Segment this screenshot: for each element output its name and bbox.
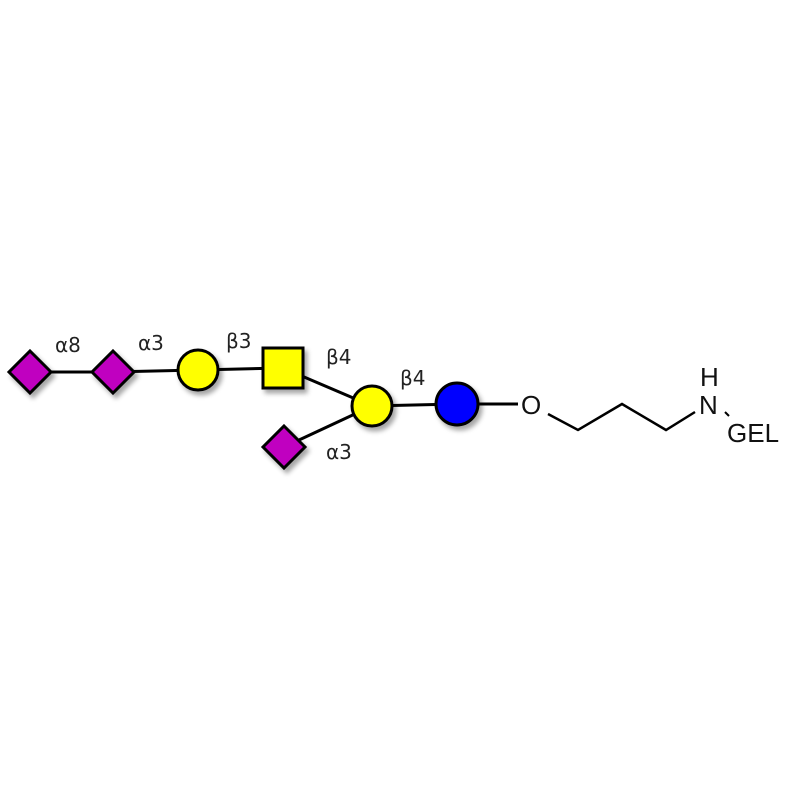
glc-circle — [434, 381, 480, 427]
gal-circle — [350, 384, 394, 428]
nitrogen-atom: N — [699, 390, 718, 420]
galnac-square — [261, 346, 305, 390]
neu5ac-diamond — [6, 348, 54, 396]
bond — [724, 411, 730, 417]
neu5ac-diamond — [260, 423, 308, 471]
gal-circle — [176, 348, 220, 392]
gel-label: GEL — [727, 418, 779, 448]
oxygen-atom: O — [521, 390, 541, 420]
linkage-label: β4 — [326, 345, 352, 369]
residues — [6, 346, 480, 471]
linkage-label: α3 — [138, 331, 164, 355]
hydrogen-atom: H — [700, 362, 719, 392]
linkage-label: α8 — [55, 333, 81, 357]
linkage-label: α3 — [326, 440, 352, 464]
neu5ac-diamond — [89, 348, 137, 396]
linkage-label: β4 — [400, 366, 426, 390]
propyl-chain — [547, 402, 696, 432]
linkage-label: β3 — [226, 329, 252, 353]
